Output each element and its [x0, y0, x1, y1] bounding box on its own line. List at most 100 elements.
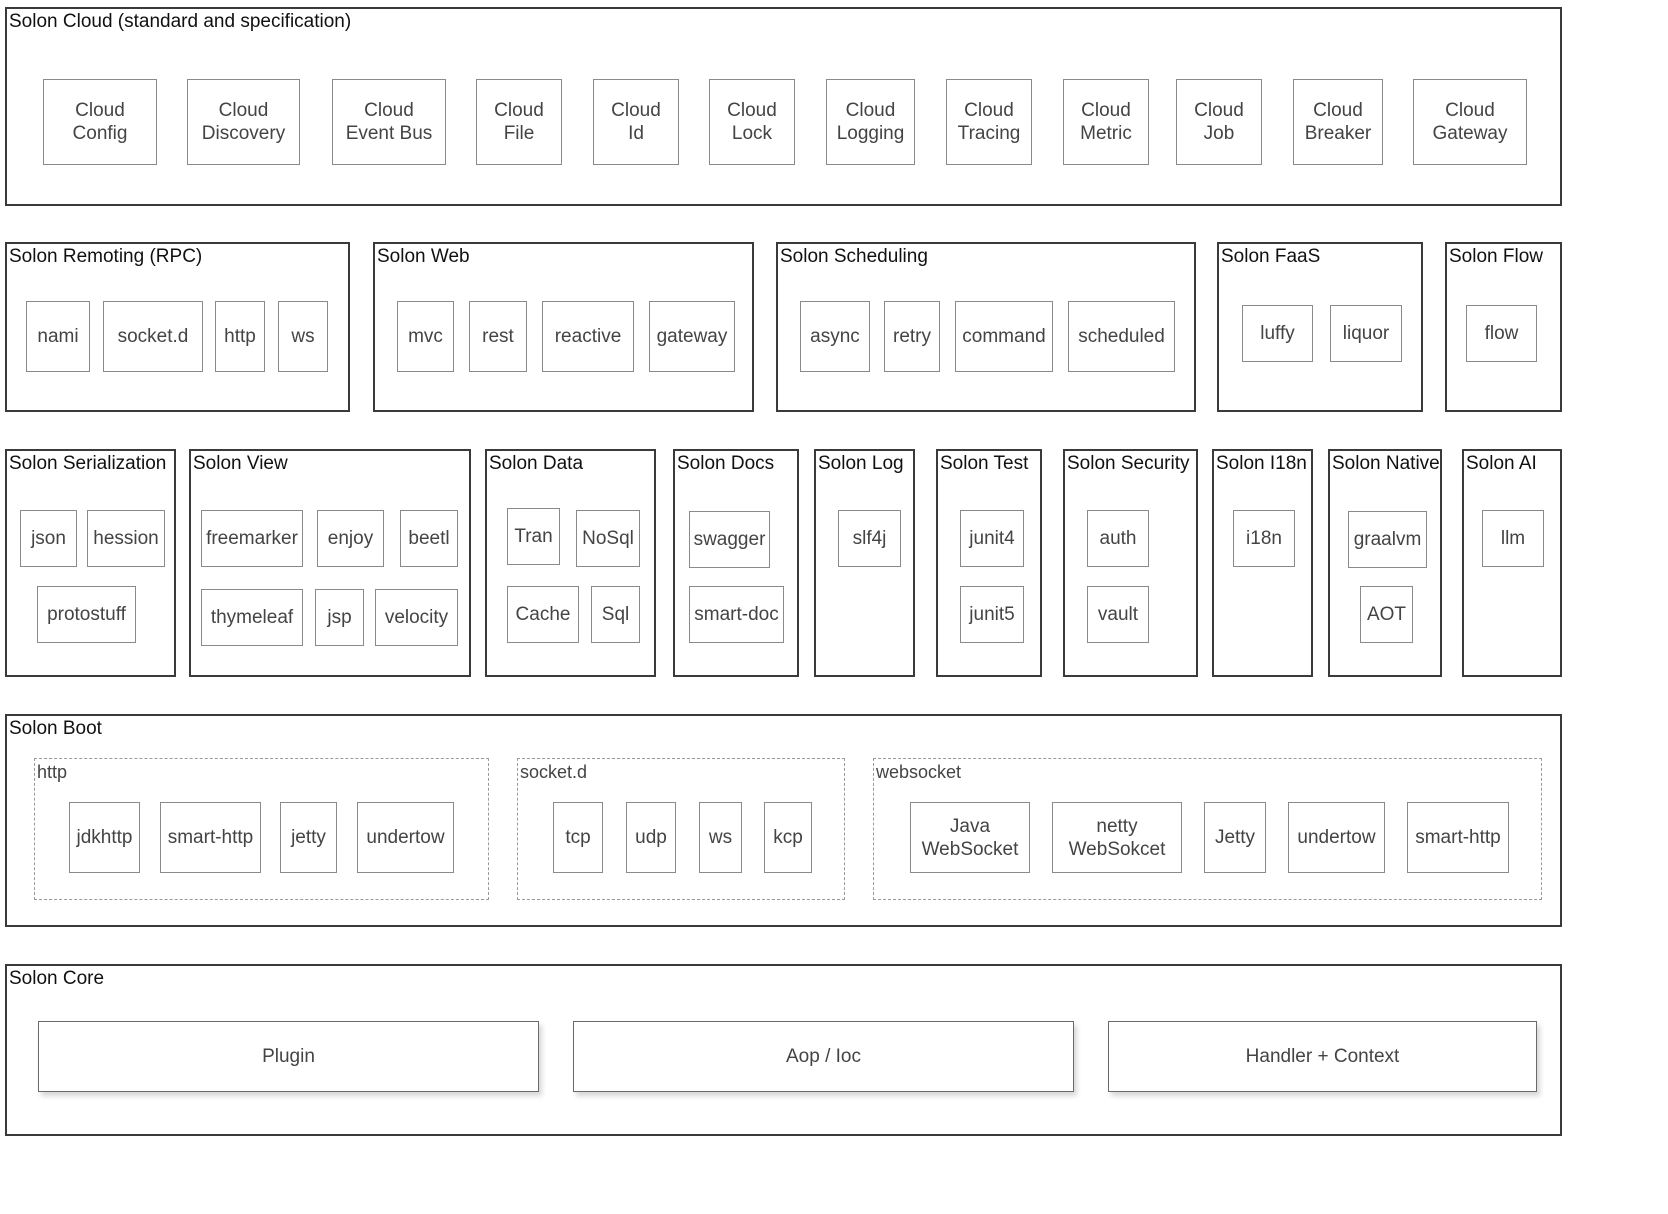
module-thymeleaf: thymeleaf [201, 589, 303, 646]
group-title: Solon Remoting (RPC) [9, 246, 203, 267]
group-title: Solon Security [1067, 453, 1190, 474]
module-kcp: kcp [764, 802, 812, 873]
core-aop-ioc: Aop / Ioc [573, 1021, 1074, 1092]
group-title: Solon I18n [1216, 453, 1307, 474]
subgroup-title: http [37, 762, 68, 782]
group-solon-remoting: Solon Remoting (RPC) nami socket.d http … [5, 242, 350, 412]
group-solon-docs: Solon Docs swagger smart-doc [673, 449, 799, 677]
group-title: Solon Scheduling [780, 246, 928, 267]
module-mvc: mvc [397, 301, 454, 372]
module-cloud-id: Cloud Id [593, 79, 679, 165]
module-cloud-metric: Cloud Metric [1063, 79, 1149, 165]
group-solon-core: Solon Core Plugin Aop / Ioc Handler + Co… [5, 964, 1562, 1136]
module-cloud-config: Cloud Config [43, 79, 157, 165]
module-nami: nami [26, 301, 90, 372]
module-async: async [800, 301, 870, 372]
group-solon-cloud: Solon Cloud (standard and specification)… [5, 7, 1562, 206]
group-solon-boot: Solon Boot http jdkhttp smart-http jetty… [5, 714, 1562, 927]
module-jsp: jsp [315, 589, 364, 646]
module-undertow: undertow [357, 802, 454, 873]
core-plugin: Plugin [38, 1021, 539, 1092]
module-scheduled: scheduled [1068, 301, 1175, 372]
subgroup-title: websocket [876, 762, 962, 782]
module-cache: Cache [507, 586, 579, 643]
module-json: json [20, 510, 77, 567]
group-solon-test: Solon Test junit4 junit5 [936, 449, 1042, 677]
group-solon-data: Solon Data Tran NoSql Cache Sql [485, 449, 656, 677]
group-solon-security: Solon Security auth vault [1063, 449, 1198, 677]
module-cloud-file: Cloud File [476, 79, 562, 165]
group-solon-view: Solon View freemarker enjoy beetl thymel… [189, 449, 471, 677]
group-title: Solon Test [940, 453, 1029, 474]
group-title: Solon Serialization [9, 453, 167, 474]
module-cloud-job: Cloud Job [1176, 79, 1262, 165]
group-title: Solon Cloud (standard and specification) [9, 11, 352, 32]
module-cloud-tracing: Cloud Tracing [946, 79, 1032, 165]
group-title: Solon Web [377, 246, 470, 267]
module-luffy: luffy [1242, 305, 1313, 362]
subgroup-socket-d: socket.d tcp udp ws kcp [517, 758, 845, 900]
module-vault: vault [1087, 586, 1149, 643]
group-title: Solon View [193, 453, 288, 474]
module-cloud-breaker: Cloud Breaker [1293, 79, 1383, 165]
group-solon-web: Solon Web mvc rest reactive gateway [373, 242, 754, 412]
group-solon-flow: Solon Flow flow [1445, 242, 1562, 412]
module-protostuff: protostuff [37, 586, 136, 643]
module-command: command [955, 301, 1053, 372]
module-socket-d: socket.d [103, 301, 203, 372]
module-auth: auth [1087, 510, 1149, 567]
subgroup-websocket: websocket Java WebSocket netty WebSokcet… [873, 758, 1542, 900]
group-solon-log: Solon Log slf4j [814, 449, 915, 677]
module-smart-doc: smart-doc [689, 586, 784, 643]
module-junit4: junit4 [960, 510, 1024, 567]
group-solon-faas: Solon FaaS luffy liquor [1217, 242, 1423, 412]
module-tran: Tran [507, 508, 560, 565]
module-gateway: gateway [649, 301, 735, 372]
module-enjoy: enjoy [317, 510, 384, 567]
module-udp: udp [626, 802, 676, 873]
module-liquor: liquor [1330, 305, 1402, 362]
group-title: Solon Data [489, 453, 584, 474]
group-solon-ai: Solon AI llm [1462, 449, 1562, 677]
module-slf4j: slf4j [838, 510, 901, 567]
module-java-websocket: Java WebSocket [910, 802, 1030, 873]
group-title: Solon Docs [677, 453, 775, 474]
group-solon-serialization: Solon Serialization json hession protost… [5, 449, 176, 677]
module-undertow-ws: undertow [1288, 802, 1385, 873]
module-cloud-logging: Cloud Logging [826, 79, 915, 165]
group-title: Solon Core [9, 968, 105, 989]
module-jetty-ws: Jetty [1204, 802, 1266, 873]
group-solon-scheduling: Solon Scheduling async retry command sch… [776, 242, 1196, 412]
module-hession: hession [87, 510, 165, 567]
module-netty-websokcet: netty WebSokcet [1052, 802, 1182, 873]
module-tcp: tcp [553, 802, 603, 873]
group-title: Solon Flow [1449, 246, 1543, 267]
module-llm: llm [1482, 510, 1544, 567]
group-solon-native: Solon Native graalvm AOT [1328, 449, 1442, 677]
module-graalvm: graalvm [1348, 511, 1427, 568]
group-title: Solon FaaS [1221, 246, 1321, 267]
module-nosql: NoSql [576, 510, 640, 567]
module-swagger: swagger [689, 511, 770, 568]
module-rest: rest [469, 301, 527, 372]
module-ws: ws [278, 301, 328, 372]
module-ws-boot: ws [699, 802, 742, 873]
module-retry: retry [884, 301, 940, 372]
module-cloud-lock: Cloud Lock [709, 79, 795, 165]
subgroup-title: socket.d [520, 762, 588, 782]
module-http: http [215, 301, 265, 372]
module-jdkhttp: jdkhttp [69, 802, 140, 873]
module-smart-http: smart-http [160, 802, 261, 873]
group-title: Solon AI [1466, 453, 1537, 474]
module-cloud-event-bus: Cloud Event Bus [332, 79, 446, 165]
module-i18n: i18n [1233, 510, 1295, 567]
module-velocity: velocity [375, 589, 458, 646]
module-sql: Sql [591, 586, 640, 643]
module-jetty: jetty [280, 802, 337, 873]
module-cloud-discovery: Cloud Discovery [187, 79, 300, 165]
module-junit5: junit5 [960, 586, 1024, 643]
group-title: Solon Boot [9, 718, 102, 739]
module-smart-http-ws: smart-http [1407, 802, 1509, 873]
module-aot: AOT [1360, 586, 1413, 643]
group-title: Solon Log [818, 453, 904, 474]
